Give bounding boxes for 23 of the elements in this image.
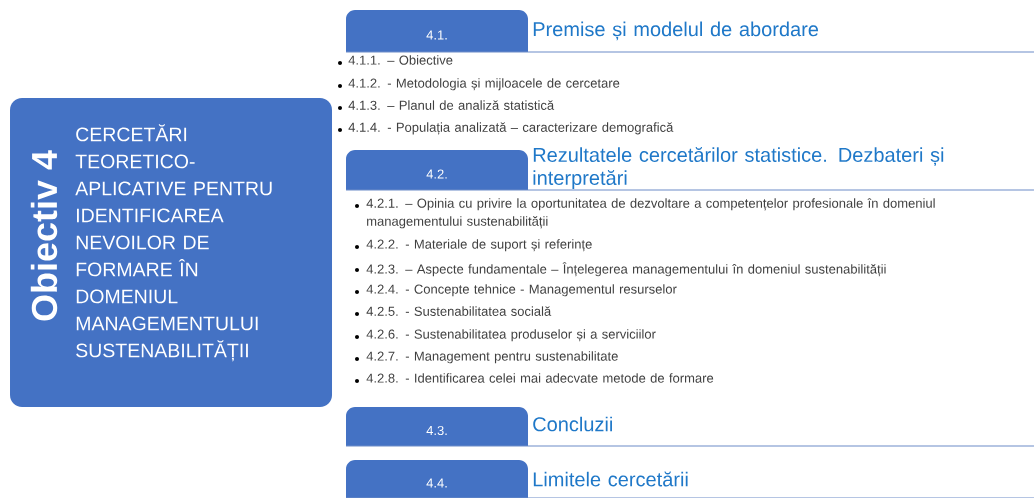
subsection-item: 4.2.4. - Concepte tehnice - Managementul resurselor [366,284,677,297]
section-tab: 4.2. [346,150,528,190]
objective-title: Obiectiv 4 [30,150,58,321]
subsection-item: 4.2.3. – Aspecte fundamentale – Înțelegerea managementului în domeniul sustenabilității [366,262,886,277]
subsection-item: 4.2.5. - Sustenabilitatea socială [366,306,552,316]
objective-description: CERCETĂRI TEORETICO-APLICATIVE PENTRU IDENTIFICAREA NEVOILOR DE FORMARE ÎN DOMENIUL MANAGEMENTULUI SUSTENABILITĂȚII [75,124,272,362]
subsection-item: 4.2.1. – Opinia cu privire la oportunitatea de dezvoltare a competențelor profesionale în domeniul managementului sustenabilității [366,198,935,229]
subsection-item: 4.1.2. - Metodologia și mijloacele de cercetare [348,78,620,91]
section-heading: Premise și modelul de abordare [533,21,819,41]
objective-box [10,98,332,407]
subsection-item: 4.1.3. – Planul de analiză statistică [348,100,555,110]
subsection-item: 4.1.1. – Obiective [348,55,453,65]
section-heading: Concluzii [533,416,612,432]
subsection-item: 4.2.7. - Management pentru sustenabilitate [366,351,618,364]
subsection-item: 4.2.8. - Identificarea celei mai adecvate metode de formare [366,373,714,383]
subsection-item: 4.2.2. - Materiale de suport și referințe [366,239,592,252]
section-tab: 4.1. [346,10,528,52]
section-heading: Limitele cercetării [533,471,688,487]
section-tab: 4.3. [346,407,528,446]
section-heading: Rezultatele cercetărilor statistice. Dezbateri și interpretări [533,147,944,189]
subsection-item: 4.1.4. - Populația analizată – caracterizare demografică [348,122,674,135]
subsection-item: 4.2.6. - Sustenabilitatea produselor și a serviciilor [366,329,656,342]
section-tab: 4.4. [346,460,528,498]
